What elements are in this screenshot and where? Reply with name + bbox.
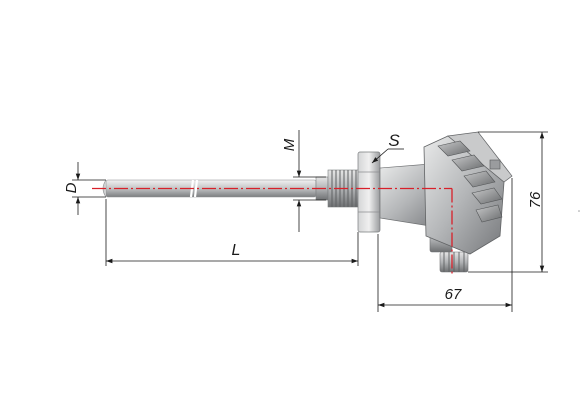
dimension-M [293,130,326,232]
dimension-L [105,199,359,266]
label-L: L [232,242,241,259]
label-67: 67 [445,286,462,303]
dimension-D [72,162,106,215]
dimension-S [371,148,404,164]
hex-nut [357,151,381,233]
label-D: D [63,182,80,193]
label-S: S [388,131,400,150]
label-76: 76 [527,191,544,208]
centerlines [92,187,453,275]
dimension-67 [377,178,513,312]
dimension-76 [468,131,548,273]
connection-head [423,131,513,255]
stray-dot [578,210,580,212]
label-M: M [281,138,298,151]
head-cover-ribs [437,140,503,223]
